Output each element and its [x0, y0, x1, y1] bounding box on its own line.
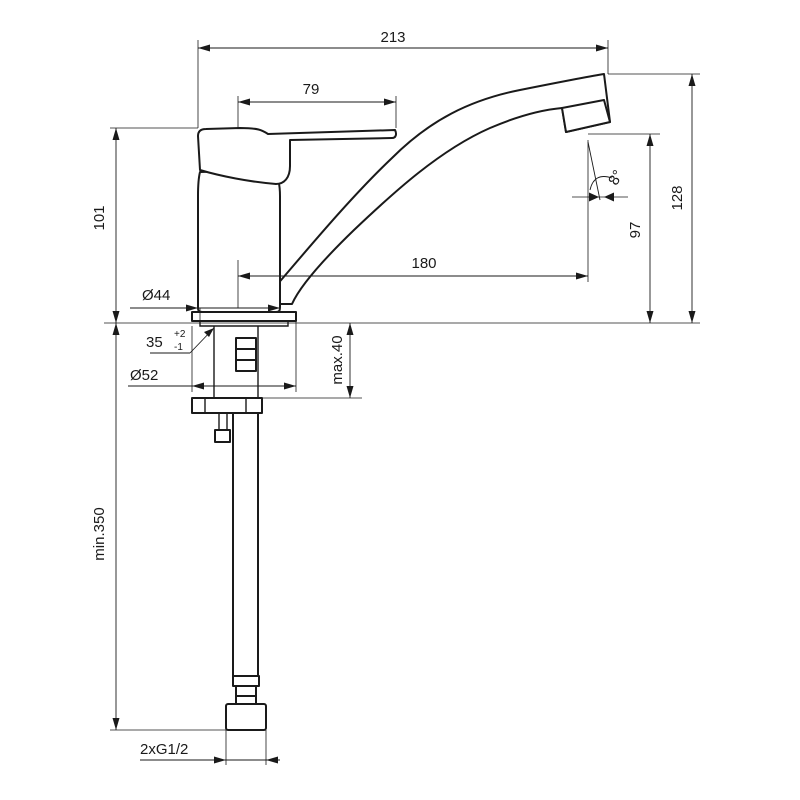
hole-tolerance-lower: -1 [174, 342, 183, 353]
base-plate [191, 311, 297, 322]
min-hose-length-label: min.350 [91, 507, 108, 560]
body-height-label: 101 [91, 205, 108, 230]
spout [275, 73, 611, 305]
faucet-body [197, 169, 281, 313]
dimension-79: 79 [238, 81, 396, 106]
supply-hose [232, 411, 259, 683]
base-diameter-label: Ø52 [130, 367, 158, 384]
dimension-thread: 2xG1/2 [140, 741, 280, 764]
dimension-diameter-44: Ø44 [130, 287, 280, 312]
hole-diameter-label: 35 [146, 334, 163, 351]
outlet-height-label: 97 [627, 222, 644, 239]
faucet-outline [191, 73, 611, 731]
dimension-max-40: max.40 [329, 323, 354, 398]
total-height-label: 128 [669, 185, 686, 210]
spout-reach-label: 180 [411, 255, 436, 272]
dimension-180: 180 [238, 255, 588, 280]
body-diameter-label: Ø44 [142, 287, 170, 304]
dimension-hole-35: 35 +2 -1 [146, 327, 215, 354]
lever-handle [197, 127, 397, 185]
dimension-97: 97 [627, 134, 654, 323]
connection-thread-label: 2xG1/2 [140, 741, 188, 758]
hole-tolerance-upper: +2 [174, 329, 186, 340]
dimension-min-350: min.350 [91, 323, 120, 730]
lever-length-label: 79 [303, 81, 320, 98]
max-counter-thickness-label: max.40 [329, 335, 346, 384]
angle-8-degrees: 8° [572, 141, 628, 202]
spout-angle-label: 8° [605, 167, 627, 188]
dimension-101: 101 [91, 128, 120, 323]
mounting-bracket [191, 397, 263, 414]
dimension-213: 213 [198, 29, 608, 52]
extension-lines [104, 40, 700, 765]
dimension-diameter-52: Ø52 [128, 321, 297, 392]
dimension-128: 128 [669, 74, 696, 323]
aerator [561, 99, 611, 133]
rod-nut [214, 429, 231, 443]
hose-upper-fitting [235, 337, 257, 372]
hose-lower-fitting [225, 675, 267, 731]
overall-length-label: 213 [380, 29, 405, 46]
